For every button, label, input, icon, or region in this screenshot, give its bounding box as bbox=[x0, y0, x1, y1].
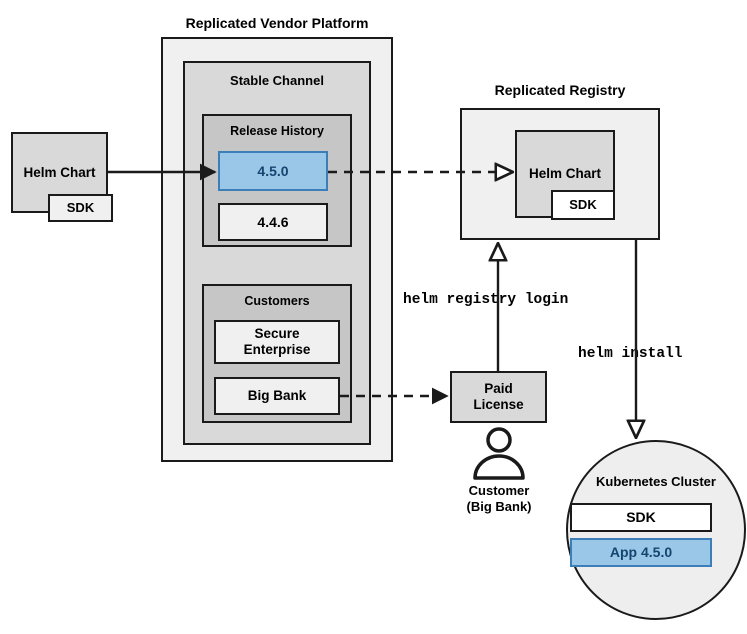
customer-actor-group: Customer (Big Bank) bbox=[445, 426, 553, 516]
registry-helm-chart-sdk-box[interactable]: SDK bbox=[551, 190, 615, 220]
release-history-label: Release History bbox=[230, 124, 324, 138]
paid-license-box[interactable]: Paid License bbox=[450, 371, 547, 423]
command-helm-registry-login: helm registry login bbox=[403, 292, 569, 308]
registry-title: Replicated Registry bbox=[494, 82, 626, 98]
stable-channel-label: Stable Channel bbox=[230, 73, 324, 88]
release-item-4-4-6[interactable]: 4.4.6 bbox=[218, 203, 328, 241]
vendor-platform-title: Replicated Vendor Platform bbox=[185, 15, 369, 31]
command-helm-install: helm install bbox=[578, 346, 683, 362]
customer-item-big-bank[interactable]: Big Bank bbox=[214, 377, 340, 415]
release-item-4-5-0[interactable]: 4.5.0 bbox=[218, 151, 328, 191]
person-icon bbox=[473, 427, 525, 480]
cluster-item-app[interactable]: App 4.5.0 bbox=[570, 538, 712, 567]
customer-item-secure-enterprise[interactable]: Secure Enterprise bbox=[214, 320, 340, 364]
source-helm-chart-sdk-box[interactable]: SDK bbox=[48, 194, 113, 222]
kubernetes-cluster-title: Kubernetes Cluster bbox=[596, 474, 716, 489]
customer-actor-label-line2: (Big Bank) bbox=[466, 499, 532, 514]
customer-actor-label-line1: Customer bbox=[468, 483, 530, 498]
customers-label: Customers bbox=[244, 294, 310, 308]
cluster-item-sdk[interactable]: SDK bbox=[570, 503, 712, 532]
